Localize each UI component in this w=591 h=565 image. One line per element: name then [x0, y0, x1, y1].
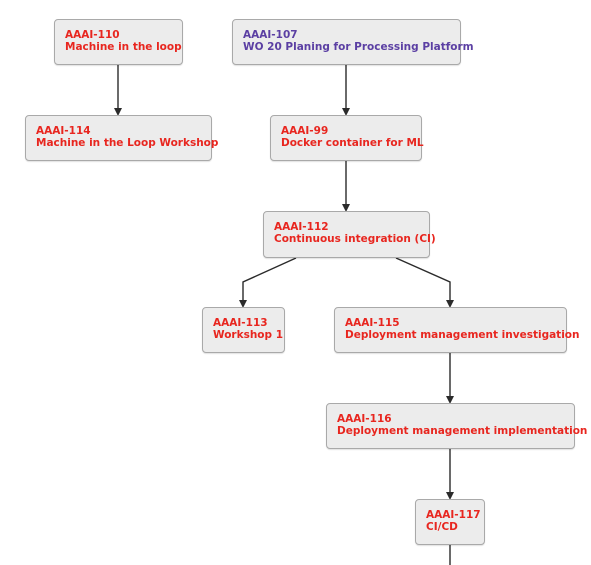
issue-node-aaai-110[interactable]: AAAI-110 Machine in the loop — [54, 19, 183, 65]
issue-key: AAAI-112 — [274, 221, 329, 233]
issue-title: WO 20 Planing for Processing Platform — [243, 41, 474, 53]
issue-node-aaai-117[interactable]: AAAI-117 CI/CD — [415, 499, 485, 545]
issue-node-aaai-99[interactable]: AAAI-99 Docker container for ML — [270, 115, 424, 161]
issue-title: Deployment management investigation — [345, 329, 580, 341]
issue-title: Deployment management implementation — [337, 425, 588, 437]
issue-node-aaai-115[interactable]: AAAI-115 Deployment management investiga… — [334, 307, 580, 353]
issue-title: Machine in the loop — [65, 41, 182, 53]
issue-key: AAAI-113 — [213, 317, 268, 329]
issue-key: AAAI-114 — [36, 125, 91, 137]
issue-key: AAAI-99 — [281, 125, 329, 137]
issue-key: AAAI-117 — [426, 509, 481, 521]
issue-key: AAAI-115 — [345, 317, 400, 329]
edge-aaai112-to-aaai115 — [395, 257, 454, 308]
issue-node-aaai-112[interactable]: AAAI-112 Continuous integration (CI) — [263, 211, 436, 258]
issue-key: AAAI-110 — [65, 29, 120, 41]
issue-node-aaai-116[interactable]: AAAI-116 Deployment management implement… — [326, 403, 588, 449]
issue-title: Machine in the Loop Workshop — [36, 137, 219, 149]
issue-node-aaai-107[interactable]: AAAI-107 WO 20 Planing for Processing Pl… — [232, 19, 474, 65]
issue-title: Workshop 1 — [213, 329, 283, 341]
issue-node-aaai-114[interactable]: AAAI-114 Machine in the Loop Workshop — [25, 115, 219, 161]
issue-title: CI/CD — [426, 521, 458, 533]
issue-key: AAAI-116 — [337, 413, 392, 425]
edge-aaai112-to-aaai113 — [239, 257, 297, 308]
issue-title: Continuous integration (CI) — [274, 233, 436, 245]
issue-key: AAAI-107 — [243, 29, 298, 41]
issue-title: Docker container for ML — [281, 137, 424, 149]
issue-node-aaai-113[interactable]: AAAI-113 Workshop 1 — [202, 307, 285, 353]
